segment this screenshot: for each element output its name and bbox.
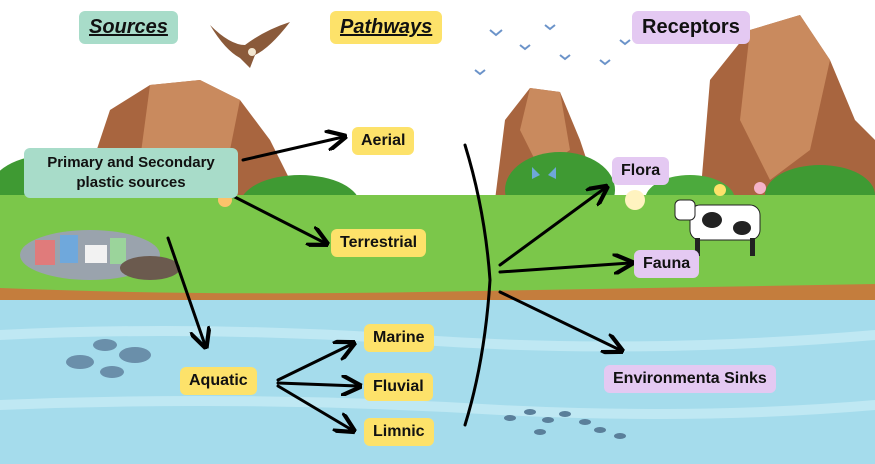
header-pathways: Pathways bbox=[330, 11, 442, 44]
header-sources: Sources bbox=[79, 11, 178, 44]
node-marine: Marine bbox=[364, 324, 434, 352]
node-terrestrial: Terrestrial bbox=[331, 229, 426, 257]
node-fluvial: Fluvial bbox=[364, 373, 433, 401]
node-fauna: Fauna bbox=[634, 250, 699, 278]
node-flora: Flora bbox=[612, 157, 669, 185]
node-aquatic: Aquatic bbox=[180, 367, 257, 395]
node-environmental-sinks: Environmenta Sinks bbox=[604, 365, 776, 393]
eagle-illustration bbox=[210, 22, 290, 68]
node-plastic-sources-line1: Primary and Secondary bbox=[33, 153, 229, 173]
header-receptors: Receptors bbox=[632, 11, 750, 44]
bird-flock bbox=[475, 25, 630, 74]
node-plastic-sources: Primary and Secondary plastic sources bbox=[24, 148, 238, 198]
node-limnic: Limnic bbox=[364, 418, 434, 446]
node-aerial: Aerial bbox=[352, 127, 414, 155]
node-plastic-sources-line2: plastic sources bbox=[33, 173, 229, 193]
